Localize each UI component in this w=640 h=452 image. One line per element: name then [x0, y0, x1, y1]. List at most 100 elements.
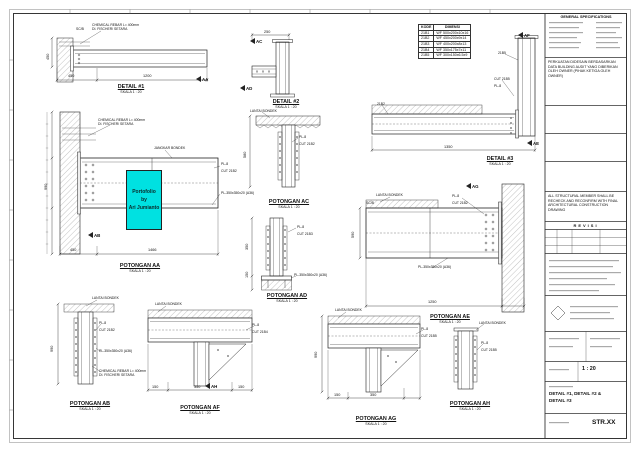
titleblock-text-placeholders: [549, 22, 622, 424]
annotation-label: CHEMICAL REBAR L= 400mm: [92, 23, 140, 27]
potongan-ag-drawing: [320, 311, 424, 400]
sheet-number: STR.XX: [592, 419, 616, 426]
potongan-ac-drawing: [248, 111, 321, 189]
view-title-text: POTONGAN AF: [180, 405, 220, 411]
view-title-text: POTONGAN AH: [449, 401, 491, 407]
view-title-text: POTONGAN AB: [69, 401, 111, 407]
annotation-label: LANTAI BONDEK: [250, 109, 277, 113]
annotation-label: CHEMICAL REBAR L= 400mm: [99, 369, 147, 373]
section-flag-ag: AG: [466, 183, 479, 189]
annotation-label: 150: [245, 271, 249, 278]
annotation-label: 21B5: [498, 51, 506, 55]
view-scale-text: SKALA 1 : 20: [275, 105, 297, 109]
annotation-label: SC/B: [366, 201, 374, 205]
annotation-label: CUT 21B3: [297, 232, 313, 236]
annotation-label: PL-350x350x20 (A36): [99, 349, 132, 353]
section-flag-label: AC: [256, 38, 263, 44]
annotation-label: CUT 21B2: [99, 328, 115, 332]
section-flag-aa: AA: [196, 76, 208, 82]
annotation-label: 590: [351, 231, 355, 238]
annotation-label: LANTAI BONDEK: [92, 296, 119, 300]
annotation-label: PL-8: [452, 194, 460, 198]
section-flag-triangle-icon: [518, 32, 523, 38]
annotation-label: 450: [70, 248, 77, 252]
schedule-cell: WF 350x175x7x11: [433, 46, 472, 54]
schedule-cell: WF 450x200x9x14: [433, 35, 472, 42]
annotation-label: DI. FISCHER/ SETARA: [99, 373, 135, 377]
detail-1-drawing: [50, 30, 209, 83]
view-scale-text: SKALA 1 : 20: [129, 269, 151, 273]
view-title-text: POTONGAN AG: [355, 416, 397, 422]
annotation-label: PL-350x350x20 (A36): [418, 265, 451, 269]
potongan-ah-drawing: [453, 323, 485, 390]
section-flag-ae: AE: [527, 140, 539, 146]
potongan-ad-drawing: [250, 216, 297, 292]
section-flag-triangle-icon: [466, 183, 471, 189]
annotation-label: LANTAI BONDEK: [335, 308, 362, 312]
view-scale-text: SKALA 1 : 20: [439, 320, 461, 324]
annotation-label: PL-8: [99, 321, 107, 325]
section-flag-label: AB: [94, 232, 101, 238]
view-title-text: POTONGAN AC: [268, 199, 310, 205]
general-specifications-title: GENERAL SPECIFICATIONS: [560, 15, 612, 19]
annotation-label: DI. FISCHER/ SETARA: [98, 122, 134, 126]
annotation-label: 990: [50, 345, 54, 352]
annotation-label: 1200: [143, 74, 152, 78]
section-flag-ad: AD: [240, 85, 252, 91]
view-title-text: POTONGAN AE: [430, 314, 470, 320]
annotation-label: 580: [243, 151, 247, 158]
annotation-label: SC/B: [76, 27, 84, 31]
schedule-cell: WF 400x200x8x13: [433, 41, 472, 48]
annotation-label: CUT 21B2: [299, 142, 315, 146]
annotation-label: 990: [44, 183, 48, 190]
annotation-label: PL-8: [494, 84, 502, 88]
view-title-text: POTONGAN AD: [266, 293, 308, 299]
annotation-label: 21B2: [377, 102, 385, 106]
annotation-label: LANTAI BONDEK: [376, 193, 403, 197]
view-scale-text: SKALA 1 : 20: [459, 407, 481, 411]
section-flag-label: AH: [211, 383, 218, 389]
annotation-label: PL-8: [421, 327, 429, 331]
view-title-text: DETAIL #1: [117, 84, 145, 90]
annotation-label: DI. FISCHER/ SETARA: [92, 27, 128, 31]
annotation-label: 350: [194, 385, 201, 389]
view-scale-text: SKALA 1 : 20: [489, 162, 511, 166]
potongan-ab-drawing: [56, 299, 115, 386]
potongan-af-drawing: [146, 305, 255, 392]
annotation-label: CUT 21B5: [494, 77, 510, 81]
view-scale-text: SKALA 1 : 20: [79, 407, 101, 411]
annotation-label: PL-8: [481, 341, 489, 345]
annotation-label: CUT 21B2: [452, 201, 468, 205]
annotation-label: 150: [152, 385, 159, 389]
annotation-label: LANTAI BONDEK: [155, 302, 182, 306]
portfolio-watermark: Portofolio by Ari Jumianto: [126, 170, 162, 230]
view-scale-text: SKALA 1 : 20: [365, 422, 387, 426]
annotation-label: CUT 21B4: [252, 330, 268, 334]
watermark-line1: Portofolio: [132, 189, 156, 195]
annotation-label: CUT 21B5: [481, 348, 497, 352]
drawing-title-line2: DETAIL #3: [549, 398, 572, 403]
view-scale-text: SKALA 1 : 20: [189, 411, 211, 415]
section-flag-label: AA: [202, 76, 209, 82]
view-title-text: POTONGAN AA: [119, 263, 161, 269]
detail-2-drawing: [250, 33, 295, 98]
section-flag-label: AF: [524, 32, 530, 38]
potongan-aa-drawing: [45, 110, 221, 256]
annotation-label: CUT 21B5: [421, 334, 437, 338]
annotation-label: PL-8: [221, 162, 229, 166]
section-flag-ac: AC: [250, 38, 262, 44]
drawing-title-line1: DETAIL #1, DETAIL #2 &: [549, 391, 602, 396]
section-flag-triangle-icon: [196, 76, 201, 82]
frame-ruler-ticks: [9, 9, 491, 411]
